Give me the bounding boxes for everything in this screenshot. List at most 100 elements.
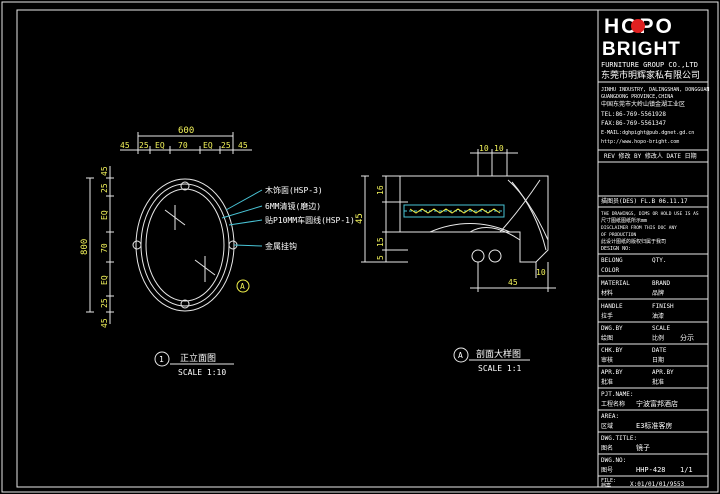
address-line: GUANGDONG PROVINCE,CHINA xyxy=(601,94,673,100)
note-line: 尺寸图纸图纸所示mm xyxy=(601,217,647,224)
file-value: X:01/01/01/9553 xyxy=(630,481,685,488)
section-dim-left-0: 16 xyxy=(376,185,385,195)
address-block: JINHU INDUSTRY, DALINGSHAN, DONGGUAN GUA… xyxy=(601,87,709,145)
sheet-number: 1/1 xyxy=(680,466,693,474)
section-caption-title: 剖面大样图 xyxy=(476,348,521,360)
address-line: FAX:86-769-5561347 xyxy=(601,120,666,127)
ornament-left xyxy=(132,240,142,250)
mirror-frame-inner xyxy=(140,183,230,307)
front-dim-left-0: 45 xyxy=(100,166,109,176)
front-callouts: 木饰面(HSP-3) 6MM清镜(磨边) 贴P10MM车圆线(HSP-1) 金属… xyxy=(221,185,355,251)
mirror-glass xyxy=(145,188,225,302)
field-brand-cn: 品牌 xyxy=(652,289,664,297)
front-dims-left: 45 25 EQ 70 EQ 25 45 800 xyxy=(80,166,114,328)
section-dim-left-2: 5 xyxy=(376,255,385,260)
section-overall-height: 45 xyxy=(355,213,365,224)
front-dim-top-4: EQ xyxy=(203,141,213,150)
field-chk-by: CHK.BY xyxy=(601,347,623,354)
project-value: 宁波富邦酒店 xyxy=(636,399,678,408)
section-dim-right-0: 10 xyxy=(536,268,546,277)
section-dim-left-1: 15 xyxy=(376,237,385,247)
company-cn: 东莞市明辉家私有限公司 xyxy=(601,69,700,81)
front-dims-top: 45 25 EQ 70 EQ 25 45 xyxy=(120,141,248,154)
field-dwg-by-cn: 绘图 xyxy=(601,334,613,342)
mirror-frame-outer xyxy=(135,178,235,312)
callout-wood-veneer: 木饰面(HSP-3) xyxy=(265,185,323,195)
logo-red-dot xyxy=(631,19,645,33)
field-apr-by-cn: 批准 xyxy=(601,378,613,386)
front-caption-scale: SCALE 1:10 xyxy=(178,368,226,377)
front-dim-top-0: 45 xyxy=(120,141,130,150)
field-apr-by-cn-2: 批准 xyxy=(652,378,664,386)
title-block: HOPO BRIGHT FURNITURE GROUP CO.,LTD 东莞市明… xyxy=(597,10,709,489)
dwg-title-value: 镜子 xyxy=(636,443,650,452)
address-line: JINHU INDUSTRY, DALINGSHAN, DONGGUAN xyxy=(601,87,709,93)
ornament-top xyxy=(180,181,190,191)
dwg-title-label-cn: 图名 xyxy=(601,444,613,452)
section-caption-letter: A xyxy=(458,351,463,360)
field-finish-cn: 油漆 xyxy=(652,312,664,320)
field-date-cn: 日期 xyxy=(652,356,664,364)
file-label: FILE: xyxy=(601,478,616,484)
rev-header: REV 修改 BY 修改人 DATE 日期 xyxy=(604,152,697,160)
area-value: E3标准客房 xyxy=(636,421,672,430)
note-line: 此设计图纸的版权归属于我司 xyxy=(601,238,666,245)
note-line: DESIGN NO: xyxy=(601,246,631,252)
note-line: DISCLAIMER FROM THIS DOC ANY xyxy=(601,225,677,231)
front-overall-width: 600 xyxy=(178,126,194,136)
front-dim-left-4: EQ xyxy=(100,275,109,285)
front-caption-title: 正立面图 xyxy=(180,352,216,364)
note-line: OF PRODUCTION xyxy=(601,232,637,238)
field-handle-cn: 拉手 xyxy=(601,312,613,320)
field-apr-by: APR.BY xyxy=(601,369,623,376)
field-finish: FINISH xyxy=(652,303,674,310)
file-label-cn: 档案 xyxy=(601,482,611,489)
front-dim-left-6: 45 xyxy=(100,318,109,328)
front-dim-left-5: 25 xyxy=(100,298,109,308)
front-dim-left-2: EQ xyxy=(100,210,109,220)
address-line: E-MAIL:dghpight@pub.dgnet.gd.cn xyxy=(601,130,694,136)
company-en: FURNITURE GROUP CO.,LTD xyxy=(601,61,698,69)
field-dwg-by: DWG.BY xyxy=(601,325,623,332)
logo-text-bottom: BRIGHT xyxy=(602,39,681,60)
hopo-bright-logo: HOPO BRIGHT xyxy=(602,15,681,60)
field-scale: SCALE xyxy=(652,325,670,332)
area-label: AREA: xyxy=(601,413,619,420)
field-scale-cn: 比例 xyxy=(652,334,664,342)
callout-round-trim: 贴P10MM车圆线(HSP-1) xyxy=(265,215,355,225)
field-chk-by-cn: 审核 xyxy=(601,356,613,364)
front-dim-top-5: 25 xyxy=(221,141,231,150)
dwg-no-label: DWG.NO: xyxy=(601,457,626,464)
note-line: THE DRAWINGS, DIMS OR HOLD USE IS AS xyxy=(601,211,699,217)
section-view: 10 10 16 15 5 45 10 45 xyxy=(355,144,556,373)
inner-border xyxy=(16,9,709,488)
field-grid: BELONG QTY. COLOR MATERIAL BRAND 材料 品牌 H… xyxy=(598,257,708,389)
section-caption-scale: SCALE 1:1 xyxy=(478,364,522,373)
area-label-cn: 区域 xyxy=(601,422,613,430)
dwg-no-value: HHP-428 xyxy=(636,466,666,474)
rev-row: 描图员(DES) FL.B 06.11.17 xyxy=(601,197,688,205)
front-caption-bubble xyxy=(154,351,170,367)
field-date: DATE xyxy=(652,347,667,354)
project-label: PJT.NAME: xyxy=(601,391,634,398)
field-handle: HANDLE xyxy=(601,303,623,310)
dwg-no-label-cn: 图号 xyxy=(601,467,613,474)
front-dim-left-1: 25 xyxy=(100,183,109,193)
section-trim-a xyxy=(471,249,485,263)
ornament-bottom xyxy=(180,299,190,309)
section-profile xyxy=(399,175,549,263)
front-dim-top-3: 70 xyxy=(178,141,188,150)
field-apr-by-2: APR.BY xyxy=(652,369,674,376)
field-belong: BELONG xyxy=(601,257,623,264)
front-dim-left-3: 70 xyxy=(100,243,109,253)
field-scale-value: 分示 xyxy=(680,333,694,342)
notes-block: THE DRAWINGS, DIMS OR HOLD USE IS AS 尺寸图… xyxy=(601,211,699,252)
section-trim-b xyxy=(488,249,502,263)
address-line: 中国东莞市大岭山镇金湖工业区 xyxy=(601,100,685,108)
callout-mirror-glass: 6MM清镜(磨边) xyxy=(265,201,321,211)
address-line: TEL:86-769-5561928 xyxy=(601,111,666,118)
section-dim-bottom-0: 45 xyxy=(508,278,518,287)
callout-metal-hook: 金属挂钩 xyxy=(265,241,297,251)
